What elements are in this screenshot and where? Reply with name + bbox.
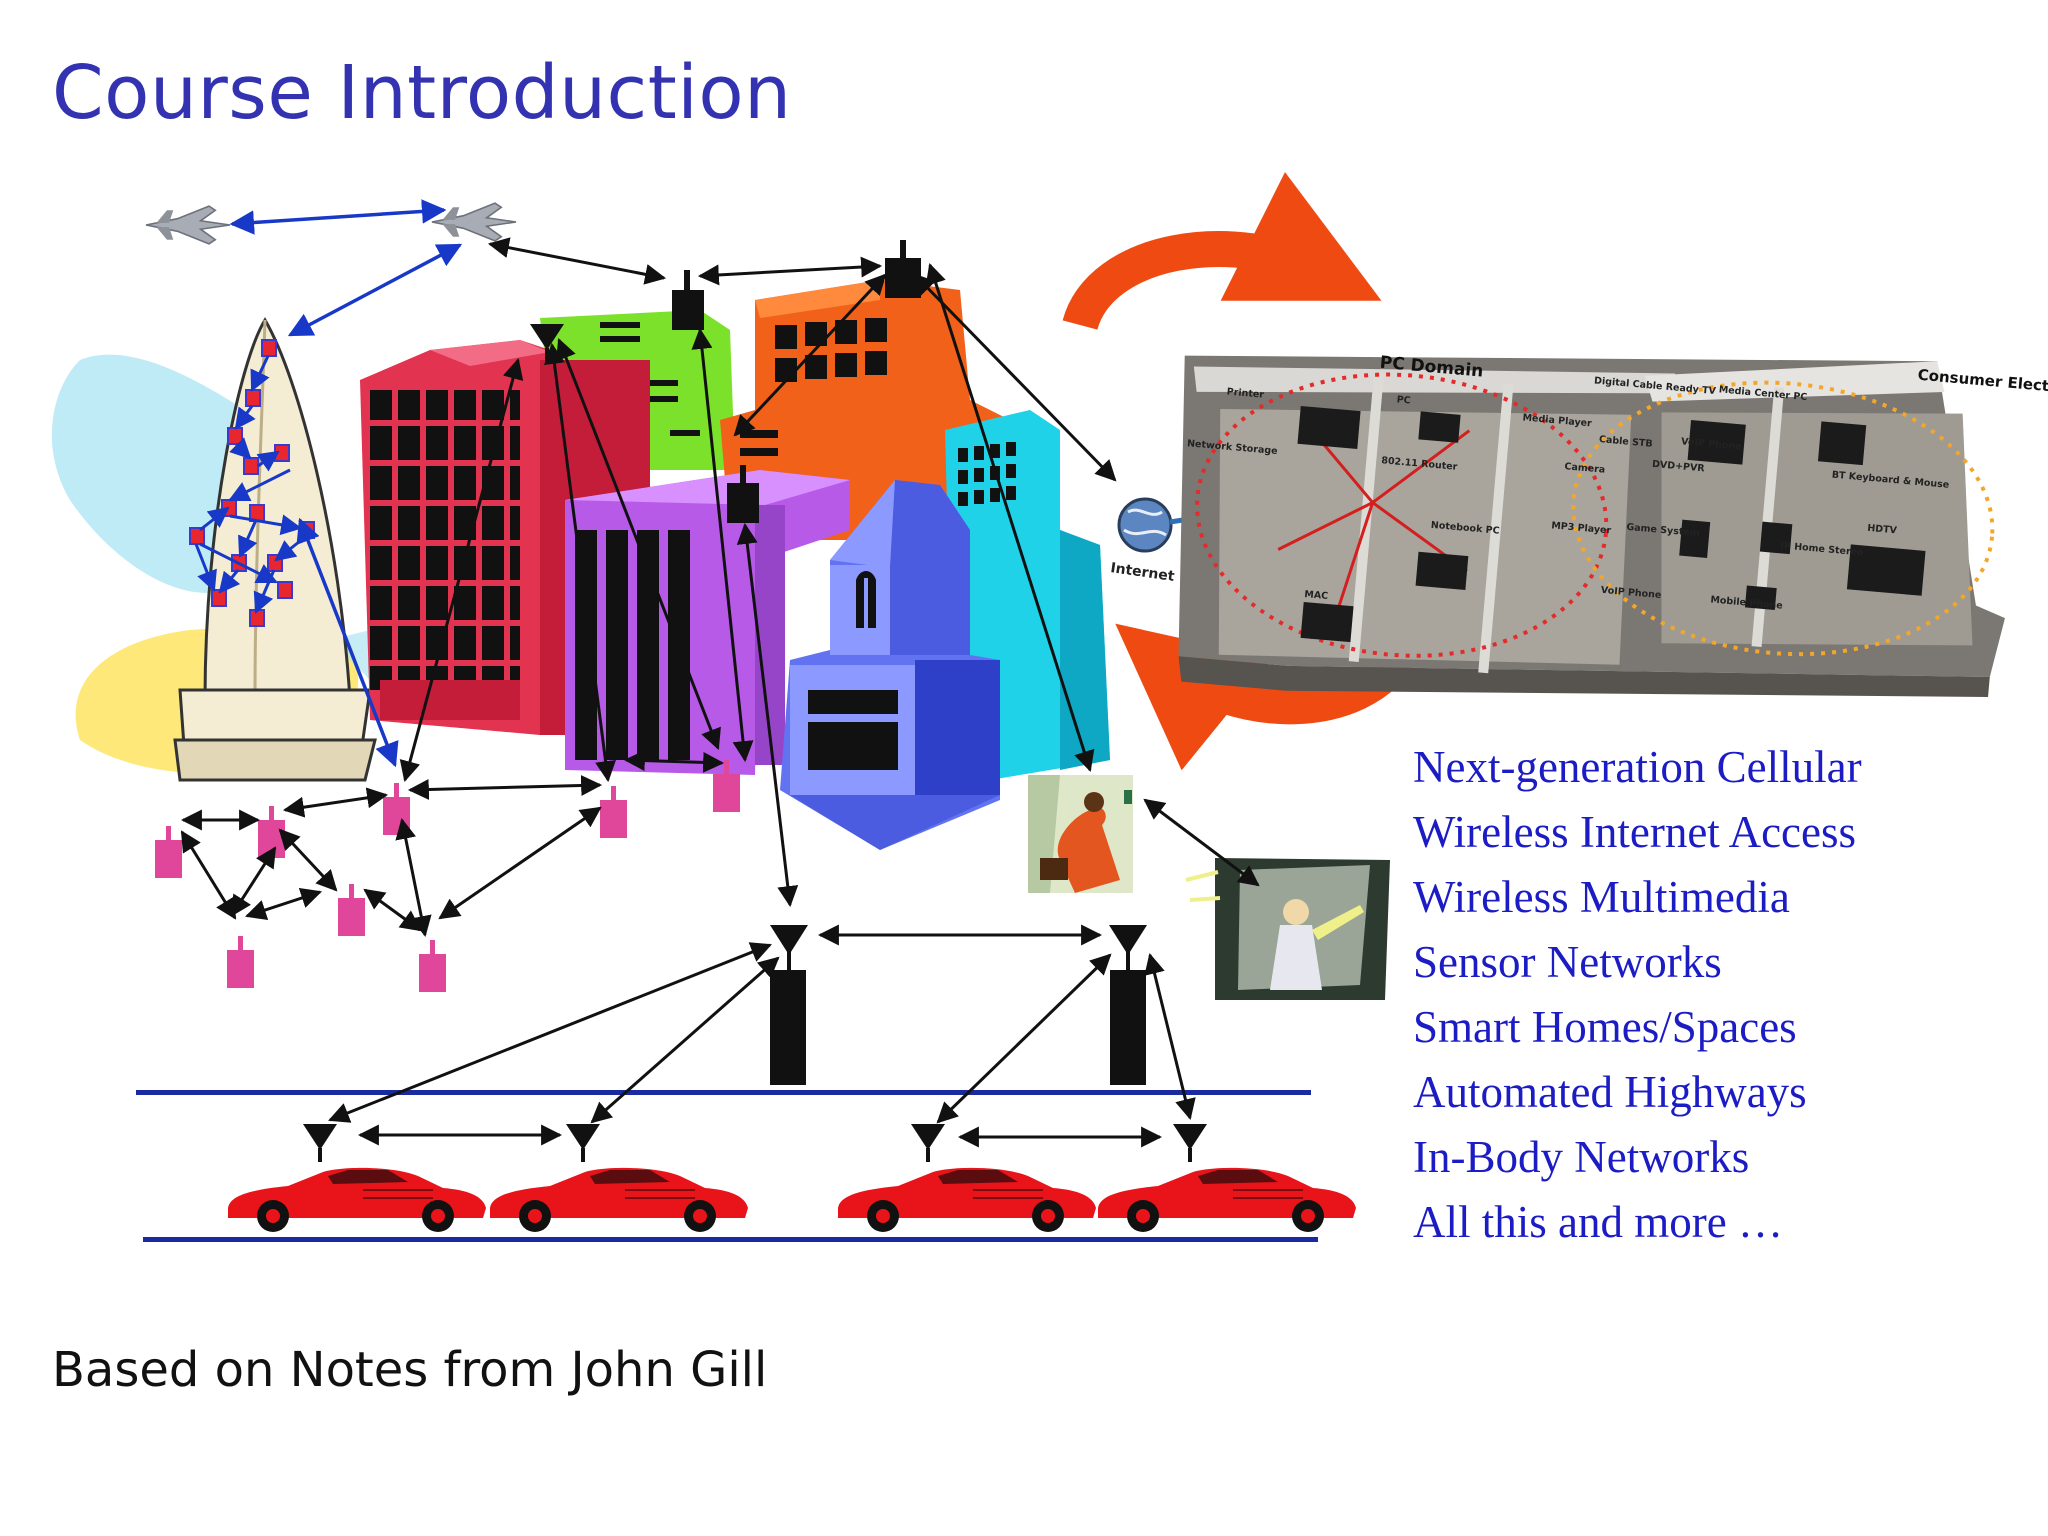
rooftop-antennas [530, 240, 921, 523]
antenna-icon [1109, 925, 1147, 1085]
sensor-node-icon [155, 826, 182, 878]
person-icon [1028, 775, 1133, 893]
device-label: Camera [1564, 461, 1606, 476]
highway [136, 925, 1357, 1242]
device-label: MP3 Player [1551, 520, 1612, 536]
sensor-node-icon [338, 884, 365, 936]
internet-label: Internet [1109, 560, 1175, 585]
device-label: DVD+PVR [1652, 459, 1706, 475]
application-item: Wireless Internet Access [1413, 807, 1857, 857]
credit-line: Based on Notes from John Gill [52, 1342, 768, 1398]
car-icon [1097, 1166, 1357, 1233]
air-links [229, 199, 463, 768]
fighter-jet-icon [431, 202, 517, 242]
device-label: VoIP Phone [1681, 436, 1742, 452]
sensor-node-icon [383, 783, 410, 835]
person-icon [1185, 858, 1390, 1000]
antenna-icon [770, 925, 808, 1085]
application-item: Automated Highways [1413, 1067, 1807, 1117]
device-label: HDTV [1867, 523, 1898, 537]
device-label: Cable STB [1599, 434, 1654, 450]
antenna-icon [1173, 1124, 1207, 1162]
antenna-icon [885, 240, 921, 298]
device-label: MAC [1304, 589, 1329, 602]
city-buildings [360, 280, 1110, 850]
car-icon [489, 1166, 749, 1233]
sensor-node-icon [600, 786, 627, 838]
fighter-jet-icon [145, 205, 231, 245]
antenna-icon [303, 1124, 337, 1162]
device-label: Printer [1226, 386, 1264, 400]
application-item: All this and more … [1413, 1197, 1783, 1247]
device-label: VoIP Phone [1600, 585, 1661, 601]
car-icon [227, 1166, 487, 1233]
sensor-network [155, 760, 740, 992]
device-label: PC [1396, 394, 1411, 406]
application-item: Smart Homes/Spaces [1413, 1002, 1797, 1052]
car-icon [837, 1166, 1097, 1233]
antenna-icon [566, 1124, 600, 1162]
application-item: Sensor Networks [1413, 937, 1722, 987]
antenna-icon [672, 270, 704, 330]
application-item: Wireless Multimedia [1413, 872, 1790, 922]
application-item: Next-generation Cellular [1413, 742, 1862, 792]
antenna-icon [911, 1124, 945, 1162]
wireless-links [180, 237, 1260, 1148]
application-list: Next-generation Cellular Wireless Intern… [1413, 735, 1862, 1255]
home-network-floorplan: PC Domain Consumer Electronics Domain Pr… [1178, 353, 2048, 697]
sensor-node-icon [419, 940, 446, 992]
sensor-node-icon [227, 936, 254, 988]
slide-title: Course Introduction [52, 50, 792, 136]
application-item: In-Body Networks [1413, 1132, 1750, 1182]
